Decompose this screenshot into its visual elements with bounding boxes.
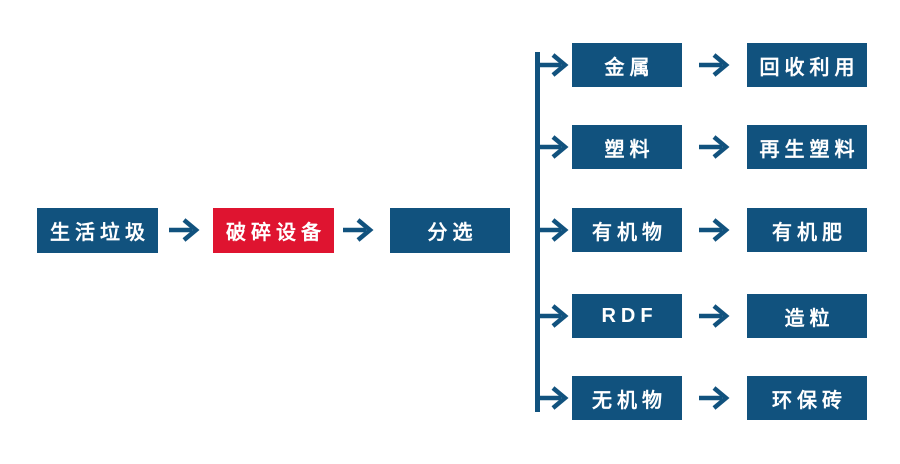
node-recycling-use: 回收利用: [747, 43, 867, 87]
node-inorganic-matter: 无机物: [572, 376, 682, 420]
arrow-right-icon: [540, 135, 569, 159]
node-organic-matter: 有机物: [572, 208, 682, 252]
arrow-right-icon: [540, 386, 569, 410]
arrow-right-icon: [169, 218, 200, 242]
branch-trunk-line: [535, 52, 540, 412]
node-rdf: RDF: [572, 294, 682, 338]
arrow-right-icon: [343, 218, 374, 242]
node-granulation: 造粒: [747, 294, 867, 338]
node-sorting: 分选: [390, 208, 510, 253]
node-crushing-equipment: 破碎设备: [213, 208, 334, 253]
arrow-right-icon: [699, 304, 730, 328]
arrow-right-icon: [540, 218, 569, 242]
arrow-right-icon: [699, 135, 730, 159]
arrow-right-icon: [540, 53, 569, 77]
node-metal: 金属: [572, 43, 682, 87]
arrow-right-icon: [699, 53, 730, 77]
node-recycled-plastic: 再生塑料: [747, 125, 867, 169]
arrow-right-icon: [699, 218, 730, 242]
node-plastic: 塑料: [572, 125, 682, 169]
arrow-right-icon: [699, 386, 730, 410]
node-household-waste: 生活垃圾: [37, 208, 158, 253]
arrow-right-icon: [540, 304, 569, 328]
node-organic-fertilizer: 有机肥: [747, 208, 867, 252]
node-eco-brick: 环保砖: [747, 376, 867, 420]
